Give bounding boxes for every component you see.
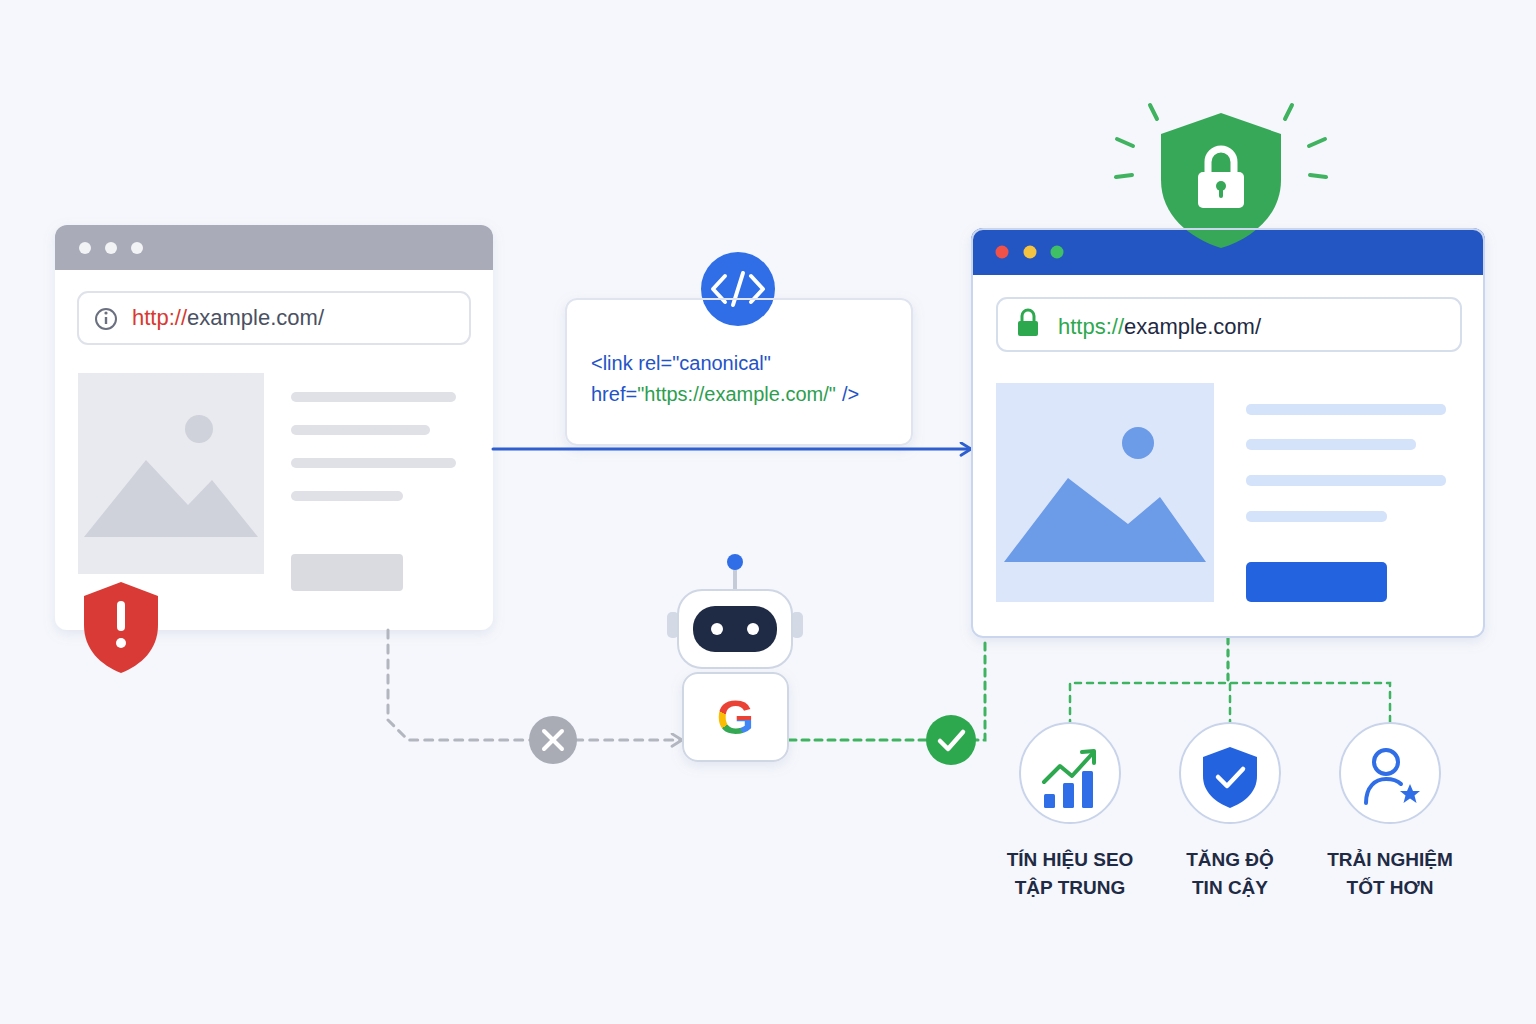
https-browser-window: https://example.com/ — [971, 228, 1485, 638]
code-text: <link rel="canonical" href="https://examp… — [591, 348, 859, 410]
connector — [1070, 638, 1228, 722]
connector — [493, 448, 971, 451]
code-token: <link rel="canonical" — [591, 348, 859, 379]
code-token: href= — [591, 383, 637, 405]
canonical-code-box: <link rel="canonical" href="https://examp… — [565, 298, 913, 446]
http-browser-window: http://example.com/ — [55, 225, 493, 630]
googlebot-body: G — [682, 672, 789, 762]
googlebot-robot — [667, 554, 803, 762]
http-window-art — [55, 225, 493, 630]
benefit-icons — [1019, 722, 1441, 824]
connector — [1228, 638, 1390, 722]
url-host: example.com/ — [187, 305, 324, 331]
code-box-art — [565, 252, 913, 446]
google-logo: G — [717, 690, 754, 745]
url-text: https://example.com/ — [1058, 300, 1261, 353]
benefit-circle: TÍN HIỆU SEO TẬP TRUNG — [1019, 722, 1121, 824]
benefit-text: TĂNG ĐỘ TIN CẬY — [1175, 846, 1285, 902]
benefit-label: TRẢI NGHIỆM TỐT HƠN — [1315, 846, 1465, 902]
code-token: /> — [842, 383, 859, 405]
benefit-circle: TRẢI NGHIỆM TỐT HƠN — [1339, 722, 1441, 824]
url-scheme: http:// — [132, 305, 187, 331]
secure-shield — [1116, 105, 1326, 248]
code-token: "https://example.com/" — [637, 383, 836, 405]
https-window-art — [971, 228, 1485, 638]
warning-shield — [84, 582, 158, 673]
blocked-mark — [529, 716, 577, 764]
benefit-label: TÍN HIỆU SEO TẬP TRUNG — [995, 846, 1145, 902]
benefit-circle: TĂNG ĐỘ TIN CẬY — [1179, 722, 1281, 824]
url-host: example.com/ — [1124, 314, 1261, 340]
url-text: http://example.com/ — [132, 292, 324, 344]
benefit-text: TÍN HIỆU SEO TẬP TRUNG — [995, 846, 1145, 902]
url-scheme: https:// — [1058, 314, 1124, 340]
benefit-label: TĂNG ĐỘ TIN CẬY — [1175, 846, 1285, 902]
benefit-text: TRẢI NGHIỆM TỐT HƠN — [1315, 846, 1465, 902]
ok-mark — [926, 715, 976, 765]
connector — [388, 630, 682, 740]
